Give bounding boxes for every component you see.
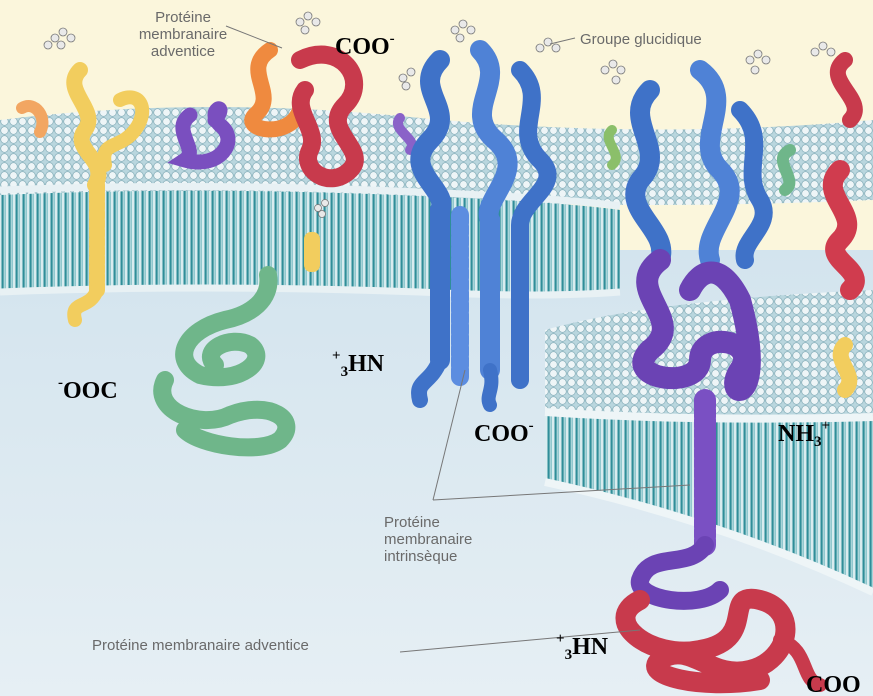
label-integral-protein: Protéine membranaire intrinsèque xyxy=(384,514,472,565)
terminus-coo-bottom: COO xyxy=(806,672,861,696)
label-line: Protéine xyxy=(128,9,238,26)
terminus-h3n-bottom: +3HN xyxy=(556,626,608,668)
label-line: Protéine xyxy=(384,514,472,531)
label-sugar-group: Groupe glucidique xyxy=(580,31,702,48)
terminus-coo-top: COO- xyxy=(335,26,395,60)
label-peripheral-protein-bottom: Protéine membranaire adventice xyxy=(92,637,309,654)
label-line: adventice xyxy=(128,43,238,60)
terminus-h3n-blue: +3HN xyxy=(332,343,384,385)
label-peripheral-protein-top: Protéine membranaire adventice xyxy=(128,9,238,60)
terminus-ooc-left: -OOC xyxy=(58,370,118,404)
terminus-nh3-right: NH3+ xyxy=(778,413,830,455)
blue-integral-protein xyxy=(419,50,548,405)
lipid-anchored-protein xyxy=(304,232,320,272)
label-line: membranaire xyxy=(128,26,238,43)
terminus-coo-middle: COO- xyxy=(474,413,534,447)
label-line: membranaire xyxy=(384,531,472,548)
label-line: intrinsèque xyxy=(384,548,472,565)
